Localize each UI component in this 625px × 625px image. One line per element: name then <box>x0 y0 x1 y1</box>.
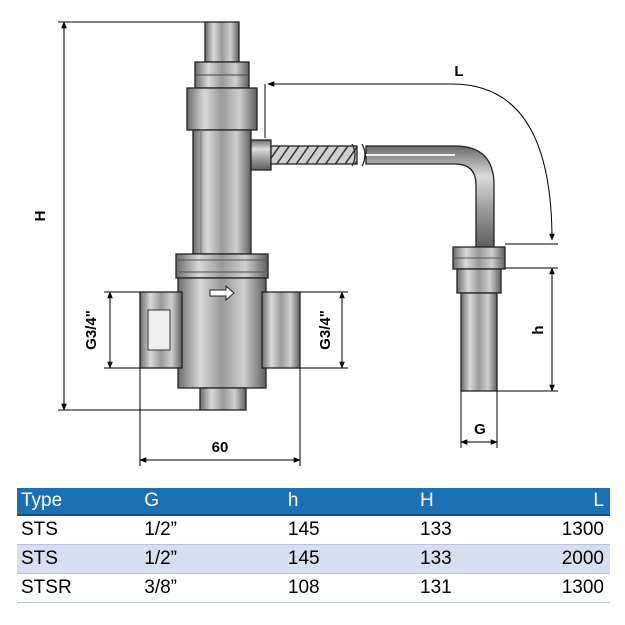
cell-h-large: 133 <box>420 519 452 540</box>
cell-type: STS <box>21 519 58 540</box>
dim-label-h: h <box>530 325 547 334</box>
dim-label-L: L <box>454 63 463 80</box>
cell-h-small: 145 <box>283 544 416 574</box>
col-header-g: G <box>140 488 284 516</box>
dim-label-width: 60 <box>212 439 229 456</box>
valve-technical-drawing: H G3/4" G3/4" 60 L h G <box>32 21 558 466</box>
cell-type: STSR <box>21 577 72 598</box>
table-row: STS 1/2” 145 133 2000 <box>17 544 610 574</box>
dim-label-G-thread-left: G3/4" <box>83 310 100 350</box>
cell-g: 1/2” <box>140 544 284 574</box>
cell-l: 1300 <box>561 519 604 540</box>
cell-g: 3/8” <box>144 577 178 598</box>
cell-l: 2000 <box>557 544 610 574</box>
cell-h-small: 108 <box>287 577 320 598</box>
col-header-type: Type <box>17 488 141 516</box>
dim-label-G-thread-right: G3/4" <box>317 310 334 350</box>
cell-h-large: 133 <box>416 544 558 574</box>
specification-table: Type G h H L STS 1/2” 145 133 1300 STS 1… <box>17 488 610 603</box>
col-header-h-large: H <box>416 488 558 516</box>
valve-body <box>139 21 301 411</box>
cell-h-small: 145 <box>287 519 320 540</box>
table-row: STSR 3/8” 108 131 1300 <box>17 574 610 603</box>
col-header-l: L <box>557 488 610 516</box>
cell-l: 1300 <box>561 577 604 598</box>
sensor-bulb <box>452 246 506 392</box>
sensor-capillary-hose <box>270 143 495 248</box>
cell-type: STS <box>17 544 141 574</box>
dimension-lines <box>58 21 558 466</box>
table-header-row: Type G h H L <box>17 488 610 516</box>
dim-label-G: G <box>474 421 486 438</box>
dimension-labels: H G3/4" G3/4" 60 L h G <box>32 63 547 456</box>
table-row: STS 1/2” 145 133 1300 <box>17 515 610 545</box>
cell-g: 1/2” <box>144 519 178 540</box>
dim-label-H: H <box>32 211 49 222</box>
col-header-h-small: h <box>283 488 416 516</box>
cell-h-large: 131 <box>420 577 452 598</box>
